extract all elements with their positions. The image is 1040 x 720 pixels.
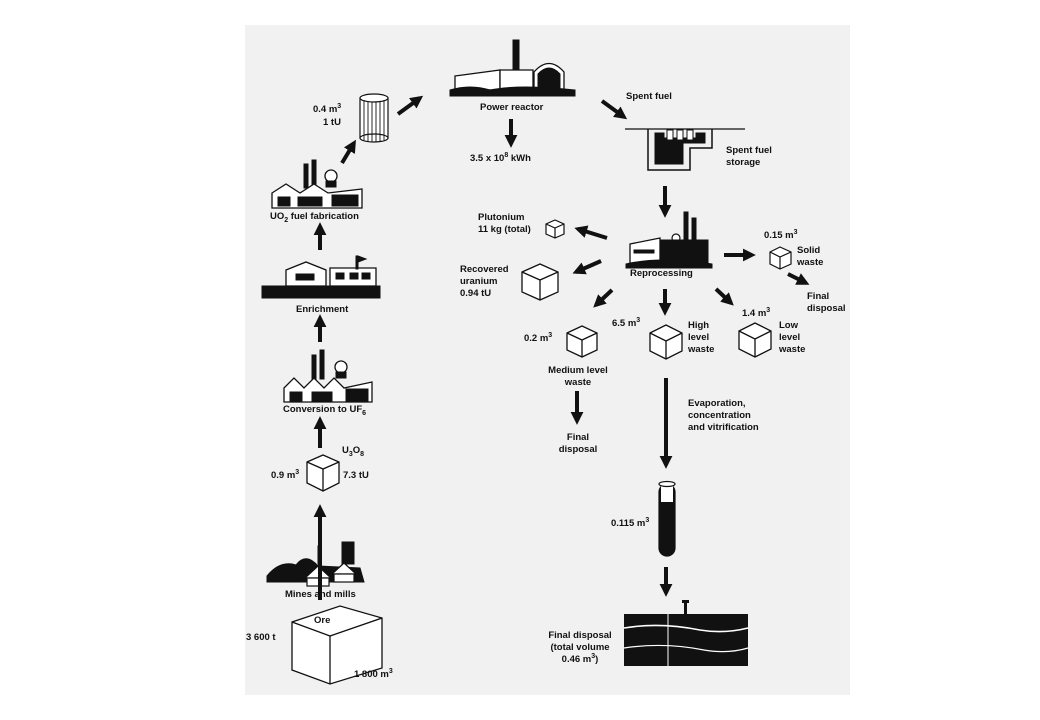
recovered-uranium-cube-icon xyxy=(521,263,559,301)
flow-arrows xyxy=(313,95,810,600)
plutonium-cube-icon xyxy=(545,219,565,239)
ore-label: Ore xyxy=(314,615,331,626)
fuel-mass: 1 tU xyxy=(323,117,341,128)
enrichment-label: Enrichment xyxy=(296,304,349,315)
spent-fuel-label: Spent fuel xyxy=(626,91,672,102)
high-waste-cube-icon xyxy=(649,324,683,360)
solid-waste-cube-icon xyxy=(769,246,792,270)
power-reactor-label: Power reactor xyxy=(480,102,544,113)
u3o8-volume: 0.9 m3 xyxy=(271,468,300,481)
storage-pool-icon xyxy=(625,128,745,171)
reactor-output: 3.5 x 108 kWh xyxy=(470,151,531,164)
fuel-fabrication-label: UO2 fuel fabrication xyxy=(270,211,359,224)
vitrified-waste-volume: 0.115 m3 xyxy=(611,516,650,529)
conversion-label: Conversion to UF6 xyxy=(283,404,367,417)
conversion-plant-icon xyxy=(283,349,373,403)
u3o8-formula: U3O8 xyxy=(342,445,365,458)
medium-waste-cube-icon xyxy=(566,325,598,358)
mine-mill-icon xyxy=(266,541,365,587)
mines-mills-label: Mines and mills xyxy=(285,589,356,600)
ore-mass: 3 600 t xyxy=(246,632,276,643)
low-waste-volume: 1.4 m3 xyxy=(742,306,771,319)
geologic-repository-icon xyxy=(623,600,749,666)
ore-cube-icon xyxy=(291,605,383,685)
low-waste-cube-icon xyxy=(738,322,772,358)
enrichment-plant-icon xyxy=(261,255,381,299)
fuel-cylinder-icon xyxy=(359,93,389,143)
vitrified-waste-tube-icon xyxy=(658,480,676,557)
fuel-volume: 0.4 m3 xyxy=(313,102,342,115)
solid-waste-volume: 0.15 m3 xyxy=(764,228,798,241)
high-waste-volume: 6.5 m3 xyxy=(612,316,641,329)
scanned-page xyxy=(245,25,850,695)
fuel-fabrication-plant-icon xyxy=(271,159,363,209)
u3o8-mass: 7.3 tU xyxy=(343,470,369,481)
ore-volume: 1 800 m3 xyxy=(354,667,393,680)
reprocessing-plant-icon xyxy=(625,211,713,269)
u3o8-cube-icon xyxy=(306,454,340,492)
medium-waste-volume: 0.2 m3 xyxy=(524,331,553,344)
power-reactor-icon xyxy=(449,39,576,97)
reprocessing-label: Reprocessing xyxy=(630,268,693,279)
